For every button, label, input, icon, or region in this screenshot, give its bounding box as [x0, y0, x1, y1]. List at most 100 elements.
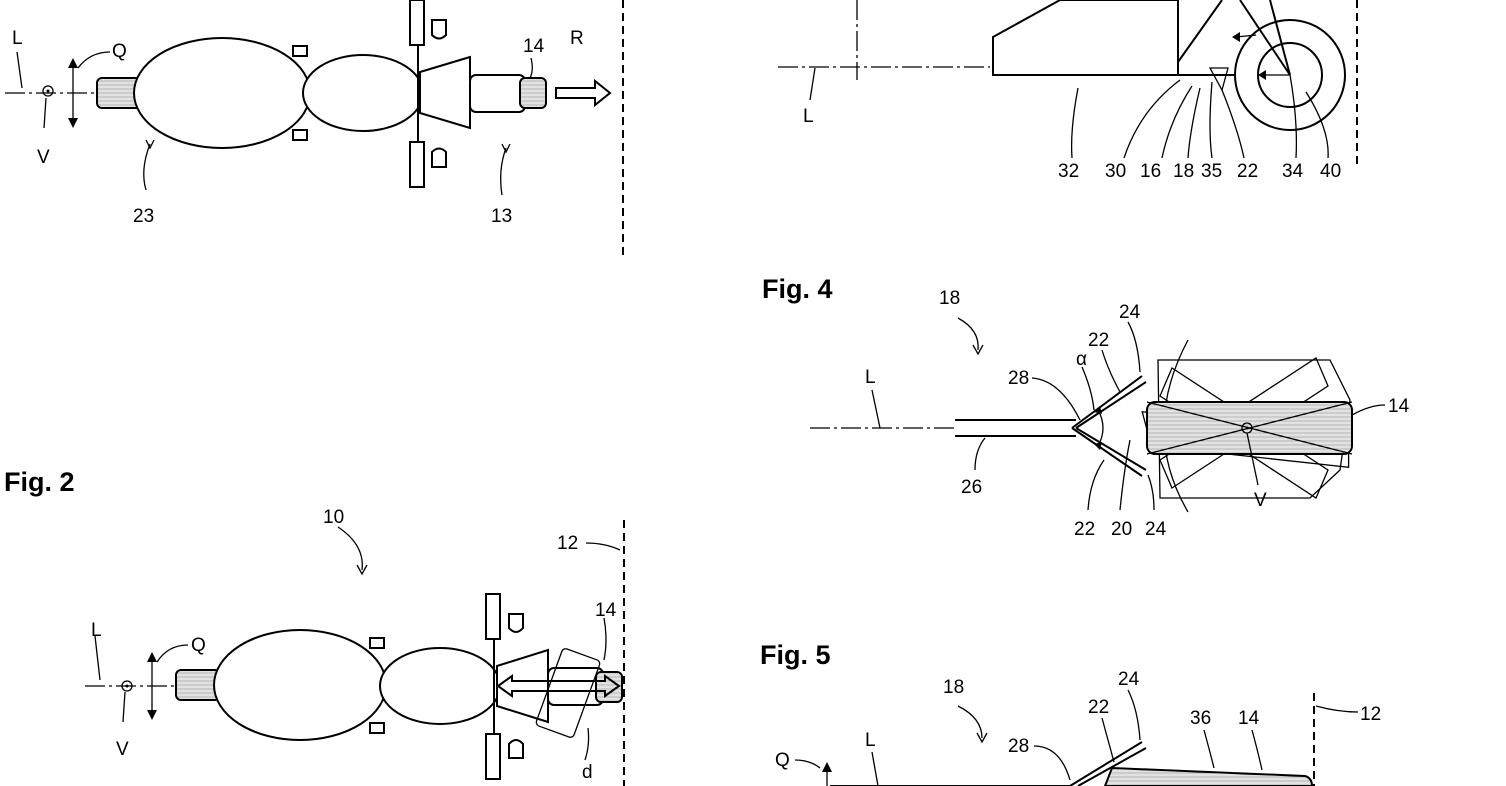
fork-legs — [1240, 0, 1290, 75]
fig3-ref-18: 18 — [1173, 161, 1194, 182]
fig2-ref-Q: Q — [191, 635, 206, 656]
fig4-title: Fig. 4 — [762, 274, 833, 304]
mirror-right — [509, 740, 523, 758]
fig5-ref-12: 12 — [1360, 704, 1381, 725]
fig4-ref-20: 20 — [1111, 519, 1132, 540]
catch-arm-lower — [1072, 428, 1146, 476]
fig4-ref-V: V — [1254, 490, 1267, 511]
fig4-ref-22a: 22 — [1088, 330, 1109, 351]
front-wheel — [520, 78, 546, 108]
catch-arm-upper — [1072, 376, 1146, 428]
fig5-ref-36: 36 — [1190, 708, 1211, 729]
leader-14 — [604, 618, 606, 660]
leader-24a — [1128, 322, 1140, 372]
fig4-ref-22b: 22 — [1074, 519, 1095, 540]
leader-12 — [586, 543, 620, 550]
handlebar-right — [410, 142, 424, 187]
fig5-ref-28: 28 — [1008, 736, 1029, 757]
leader-L — [95, 636, 100, 680]
fig2-ref-14: 14 — [595, 600, 617, 621]
front-fork — [548, 668, 603, 705]
q-leader — [78, 52, 110, 68]
fig4-ref-18: 18 — [939, 288, 960, 309]
leader-22a — [1102, 350, 1120, 392]
leader-36 — [1204, 730, 1214, 768]
vertical-axis-dot — [1246, 427, 1249, 430]
rear-body — [134, 38, 310, 148]
fig3-ref-34: 34 — [1282, 161, 1304, 182]
arrowhead-up — [822, 762, 832, 772]
leader-34 — [1290, 75, 1296, 158]
footrest-top — [293, 46, 307, 56]
figure-5: Fig. 5 18 24 22 36 14 12 28 L Q — [760, 640, 1381, 786]
arrowhead-down — [68, 118, 78, 128]
handlebar-left — [410, 0, 424, 45]
leader-12 — [1316, 706, 1358, 712]
ramp-strut — [1178, 0, 1222, 62]
vehicle-body-side — [993, 0, 1178, 75]
fig5-ref-18: 18 — [943, 677, 964, 698]
mirror-left — [509, 614, 523, 632]
arrowhead-down — [147, 710, 157, 720]
fig5-ref-Q: Q — [775, 750, 790, 771]
fig4-ref-24a: 24 — [1119, 302, 1141, 323]
fig4-ref-14: 14 — [1388, 396, 1410, 417]
footrest-bottom — [293, 130, 307, 140]
fig2-title: Fig. 2 — [4, 467, 75, 497]
fig3-ref-30: 30 — [1105, 161, 1126, 182]
travel-direction-arrow — [556, 81, 610, 105]
fig5-ref-24: 24 — [1118, 669, 1140, 690]
leader-30 — [1124, 80, 1180, 158]
arrowhead-up — [68, 58, 78, 68]
fig4-ref-alpha: α — [1076, 349, 1087, 370]
figure-4: Fig. 4 18 2 — [762, 274, 1410, 540]
leader-18 — [1188, 88, 1200, 158]
leader-L — [872, 390, 880, 428]
q-leader — [795, 760, 820, 768]
fig4-ref-24b: 24 — [1145, 519, 1167, 540]
fig1-ref-23: 23 — [133, 206, 154, 227]
leader-alpha — [1082, 367, 1094, 410]
fig1-ref-Q: Q — [112, 41, 127, 62]
q-leader — [157, 645, 188, 662]
tank — [380, 648, 500, 724]
mirror-right — [432, 149, 446, 168]
leader-14 — [1252, 730, 1262, 770]
leader-16 — [1162, 86, 1192, 158]
figure-1: L Q V 14 R 23 13 — [5, 0, 623, 258]
tank — [303, 55, 423, 131]
leader-V — [44, 98, 46, 128]
figure-2: Fig. 2 10 12 14 L Q — [4, 467, 624, 786]
motion-arrowhead — [1232, 32, 1240, 42]
leader-23 — [144, 144, 150, 190]
fig3-ref-40: 40 — [1320, 161, 1341, 182]
fig4-ref-26: 26 — [961, 477, 982, 498]
fig5-ref-L: L — [865, 730, 876, 751]
fig1-ref-13: 13 — [491, 206, 512, 227]
fig5-ref-22: 22 — [1088, 697, 1109, 718]
leader-20 — [1120, 440, 1130, 510]
leader-22 — [1102, 718, 1114, 762]
fig4-ref-28: 28 — [1008, 368, 1029, 389]
leader-L — [810, 68, 815, 100]
handlebar-left — [486, 594, 500, 639]
fig3-ref-L: L — [803, 106, 814, 127]
fig2-ref-d: d — [582, 762, 593, 783]
leader-14 — [530, 58, 532, 78]
fig3-ref-22: 22 — [1237, 161, 1258, 182]
leader-26 — [975, 438, 985, 470]
fig3-ref-16: 16 — [1140, 161, 1161, 182]
leader-10 — [338, 527, 362, 570]
leader-35 — [1210, 82, 1212, 158]
ramp-wedge — [1210, 68, 1228, 90]
mirror-left — [432, 20, 446, 39]
force-arrowhead — [1258, 70, 1266, 80]
footrest-top — [370, 638, 384, 648]
leader-V — [123, 692, 125, 722]
fig3-ref-35: 35 — [1201, 161, 1222, 182]
leader-24b — [1148, 475, 1154, 510]
footrest-bottom — [370, 723, 384, 733]
leader-28 — [1034, 746, 1070, 780]
front-fork — [470, 75, 525, 112]
